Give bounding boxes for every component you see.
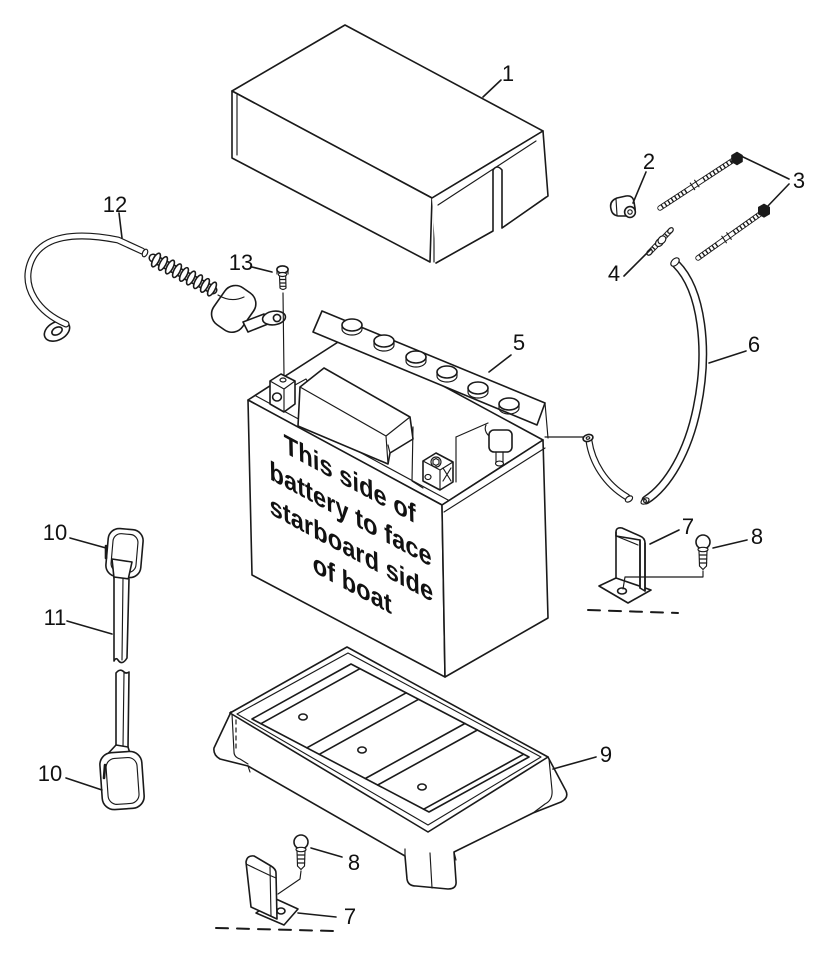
- callout-1: 1: [502, 61, 514, 86]
- callout-9: 9: [600, 742, 612, 767]
- battery-cover: [231, 24, 549, 264]
- callout-3: 3: [793, 168, 805, 193]
- vent-caps: [341, 318, 520, 415]
- vent-hose: [640, 257, 708, 505]
- hold-down-strap: [102, 558, 135, 767]
- callout-10-bottom: 10: [38, 761, 62, 786]
- leader-lines: [65, 79, 790, 918]
- callout-12: 12: [103, 192, 127, 217]
- callout-5: 5: [513, 330, 525, 355]
- callout-8-right: 8: [751, 524, 763, 549]
- callout-2: 2: [643, 149, 655, 174]
- negative-terminal-block: [269, 373, 314, 413]
- callout-7-right: 7: [682, 514, 694, 539]
- callouts: 1 2 3 4 5 6 7 8 9 10 11 10 12 13 8 7: [38, 61, 805, 929]
- bolt-lower: [695, 203, 770, 261]
- vent-elbow: [455, 422, 513, 483]
- battery-tray: [213, 646, 568, 890]
- battery-cable: [24, 232, 287, 342]
- bolt-upper: [657, 151, 743, 211]
- center-terminal-block: [411, 426, 454, 491]
- threaded-stud: [646, 227, 674, 256]
- bracket-right: [587, 527, 679, 614]
- short-vent-hose: [544, 433, 634, 503]
- bracket-bottom: [215, 855, 335, 932]
- callout-13: 13: [229, 250, 253, 275]
- vent-cap-strip: [312, 310, 549, 439]
- corrugation-ribs: [150, 252, 218, 297]
- top-platform: [297, 367, 414, 465]
- callout-6: 6: [748, 332, 760, 357]
- terminal-screw: [276, 265, 289, 376]
- callout-8-bottom: 8: [348, 850, 360, 875]
- screw-bottom: [277, 834, 309, 895]
- ring-terminal-battery: [261, 310, 287, 326]
- elbow-fitting: [609, 195, 637, 219]
- callout-11: 11: [44, 605, 67, 630]
- callout-7-bottom: 7: [344, 904, 356, 929]
- battery: This side of battery to face starboard s…: [247, 310, 549, 678]
- strap-hook-bottom: [99, 750, 145, 811]
- screw-right: [622, 534, 711, 590]
- tray-ribs: [260, 667, 525, 810]
- callout-4: 4: [608, 261, 620, 286]
- callout-10-top: 10: [43, 520, 67, 545]
